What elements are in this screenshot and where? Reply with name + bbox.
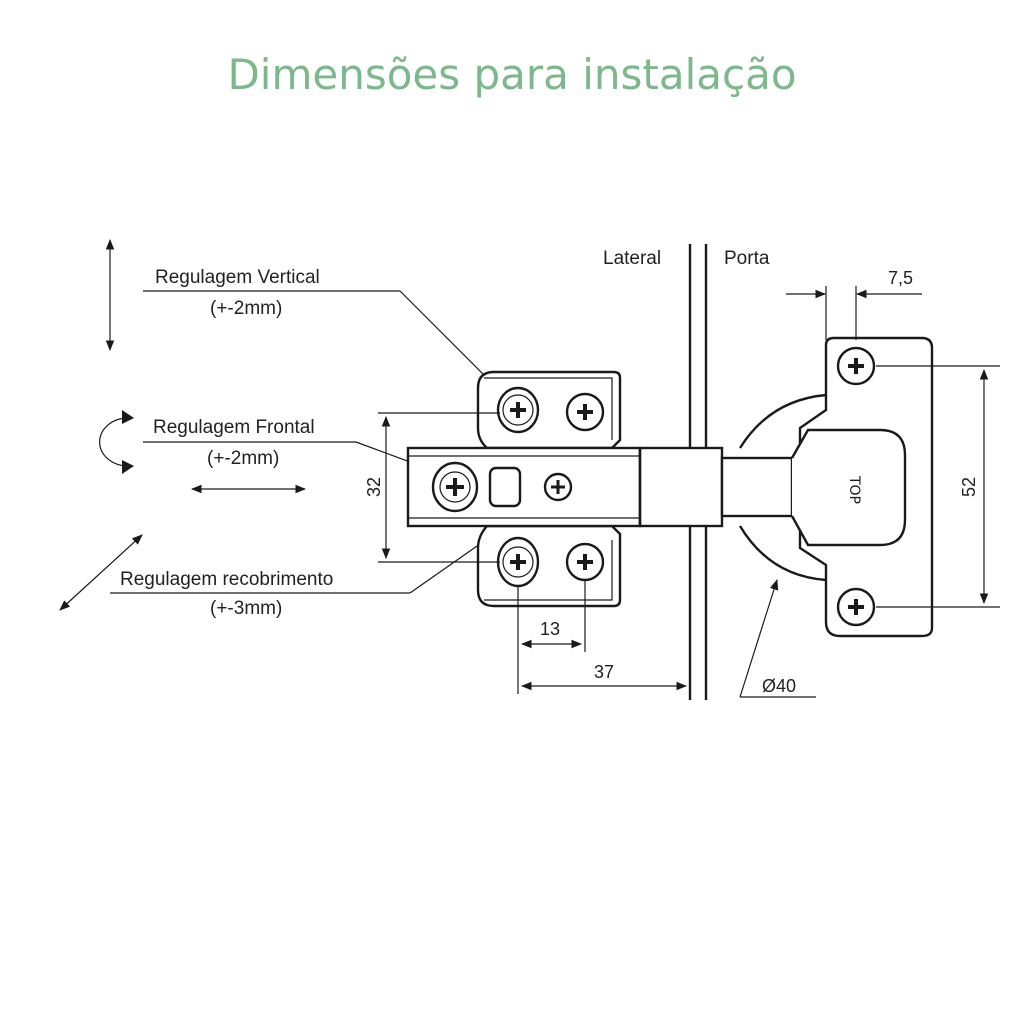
overlay-adjust-arrow — [59, 534, 143, 611]
dimension-40: Ø40 — [739, 578, 816, 698]
cup-screw-top — [836, 346, 876, 386]
label-frontal-range: (+-2mm) — [207, 448, 279, 469]
frontal-adjust-screw — [431, 461, 479, 513]
dimension-13-label: 13 — [540, 619, 560, 639]
plate-screw-vertical-adjust — [496, 386, 540, 434]
label-vertical-range: (+-2mm) — [210, 298, 282, 319]
label-lateral: Lateral — [603, 248, 661, 269]
dimension-37-label: 37 — [594, 662, 614, 682]
overlay-adjust-screw — [543, 472, 573, 502]
rotate-adjust-icon — [99, 410, 134, 474]
page-title: Dimensões para instalação — [227, 50, 797, 99]
leader-frontal — [143, 441, 439, 473]
label-vertical: Regulagem Vertical — [155, 267, 320, 288]
dimension-7-5-label: 7,5 — [888, 268, 913, 288]
dimension-7-5: 7,5 — [786, 268, 922, 340]
label-porta: Porta — [724, 248, 770, 269]
label-frontal: Regulagem Frontal — [153, 417, 315, 438]
plate-screw-fixed-top — [565, 392, 605, 432]
cup-screw-bottom — [836, 587, 876, 627]
dimension-52-label: 52 — [959, 477, 979, 497]
dimension-52: 52 — [876, 365, 1000, 608]
brand-mark: TOP — [846, 475, 862, 504]
label-overlay-range: (+-3mm) — [210, 598, 282, 619]
dimension-32-label: 32 — [364, 477, 384, 497]
dimension-40-label: Ø40 — [762, 676, 796, 696]
dimension-32: 32 — [364, 412, 500, 563]
hinge-cup: TOP — [720, 336, 934, 638]
label-overlay: Regulagem recobrimento — [120, 569, 333, 590]
dimension-37: 37 — [517, 652, 688, 694]
dimension-13: 13 — [517, 580, 586, 652]
plate-screw-fixed-bottom — [565, 542, 605, 582]
plate-screw-bottom-left — [496, 536, 540, 588]
leader-vertical — [143, 290, 506, 397]
